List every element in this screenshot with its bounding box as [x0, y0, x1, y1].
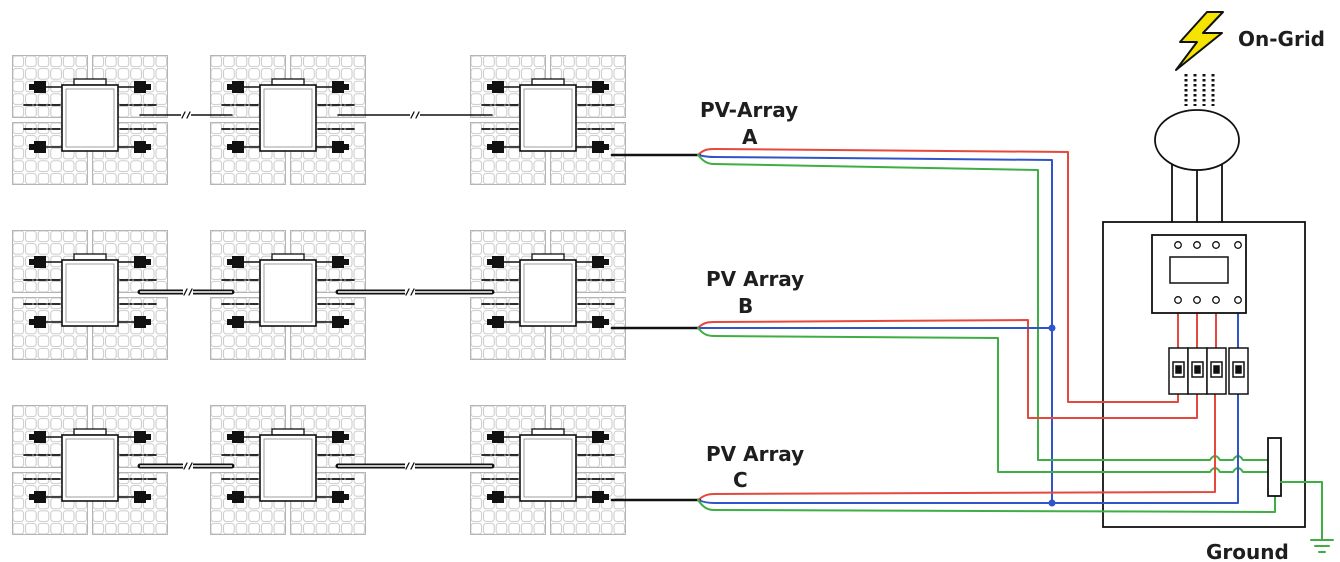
pv-array-a-modules: [13, 56, 626, 185]
cable-break-mark: [405, 461, 415, 471]
cable-break-mark: [410, 111, 420, 119]
pv-module-a2: [211, 56, 366, 185]
ac-trunk-cable-c: [137, 461, 495, 471]
pv-module-b3: [471, 231, 626, 360]
break-slashes: [405, 462, 415, 470]
array-c-wires: [697, 393, 1276, 513]
ground-symbol-icon: [1310, 539, 1334, 553]
break-slashes: [181, 111, 191, 119]
meter-display: [1169, 256, 1229, 284]
array-c-letter: C: [733, 468, 748, 492]
meter-terminal: [1193, 296, 1201, 304]
break-gap: [183, 461, 193, 471]
array-a-letter: A: [742, 125, 758, 149]
pv-module-c1: [13, 406, 168, 535]
meter-terminal: [1174, 296, 1182, 304]
ac-trunk-cable-b: [137, 287, 495, 297]
ground-bar: [1267, 437, 1282, 497]
grid-transformer: [1154, 109, 1240, 171]
ground-lead-wire: [1280, 481, 1323, 541]
meter-terminal: [1234, 241, 1242, 249]
break-gap: [410, 111, 420, 119]
lightning-bolt-icon: [1175, 11, 1224, 71]
pv-array-b-modules: [13, 231, 626, 360]
array-a-label: PV-Array: [700, 98, 798, 122]
meter-terminal: [1174, 241, 1182, 249]
meter-terminal: [1234, 296, 1242, 304]
grid-connection-dotted-lines: [1184, 74, 1215, 106]
pv-module-c2: [211, 406, 366, 535]
pv-module-b1: [13, 231, 168, 360]
break-gap: [405, 461, 415, 471]
array-a-blue-wire: [697, 154, 1053, 504]
array-c-label: PV Array: [706, 442, 804, 466]
pv-array-c-modules: [13, 406, 626, 535]
energy-meter: [1151, 234, 1247, 349]
cable-break-mark: [405, 287, 415, 297]
break-gap: [183, 287, 193, 297]
pv-module-a3: [471, 56, 626, 185]
breaker-toggle-lever: [1194, 365, 1201, 374]
meter-terminals-top: [1174, 241, 1242, 249]
break-slashes: [183, 462, 193, 470]
blue-wire-junction-b: [1048, 324, 1056, 332]
array-c-green-wire: [697, 495, 1276, 513]
meter-terminals-bottom: [1174, 296, 1242, 304]
breaker-toggle-lever: [1213, 365, 1220, 374]
ac-trunk-cable-a: [139, 111, 493, 119]
array-b-red-wire: [697, 319, 1198, 419]
circuit-breakers: [1168, 347, 1249, 395]
breaker-toggle-lever: [1235, 365, 1242, 374]
meter-terminal: [1212, 296, 1220, 304]
array-b-label: PV Array: [706, 267, 804, 291]
pv-module-c3: [471, 406, 626, 535]
cable-break-mark: [183, 461, 193, 471]
ground-label: Ground: [1206, 540, 1289, 562]
cable-break-mark: [183, 287, 193, 297]
break-gap: [181, 111, 191, 119]
on-grid-label: On-Grid: [1238, 27, 1325, 51]
array-b-letter: B: [738, 294, 753, 318]
break-gap: [405, 287, 415, 297]
break-slashes: [183, 288, 193, 296]
array-c-red-wire: [697, 393, 1216, 501]
blue-wire-junction-c: [1048, 499, 1056, 507]
pv-module-b2: [211, 231, 366, 360]
pv-module-a1: [13, 56, 168, 185]
array-c-blue-wire: [697, 393, 1239, 504]
cable-break-mark: [181, 111, 191, 119]
meter-terminal: [1212, 241, 1220, 249]
grid-feed-lines: [1171, 163, 1223, 223]
distribution-box: [1102, 221, 1306, 528]
breaker-toggle-lever: [1175, 365, 1182, 374]
break-slashes: [410, 111, 420, 119]
array-a-red-wire: [697, 148, 1179, 403]
meter-terminal: [1193, 241, 1201, 249]
break-slashes: [405, 288, 415, 296]
